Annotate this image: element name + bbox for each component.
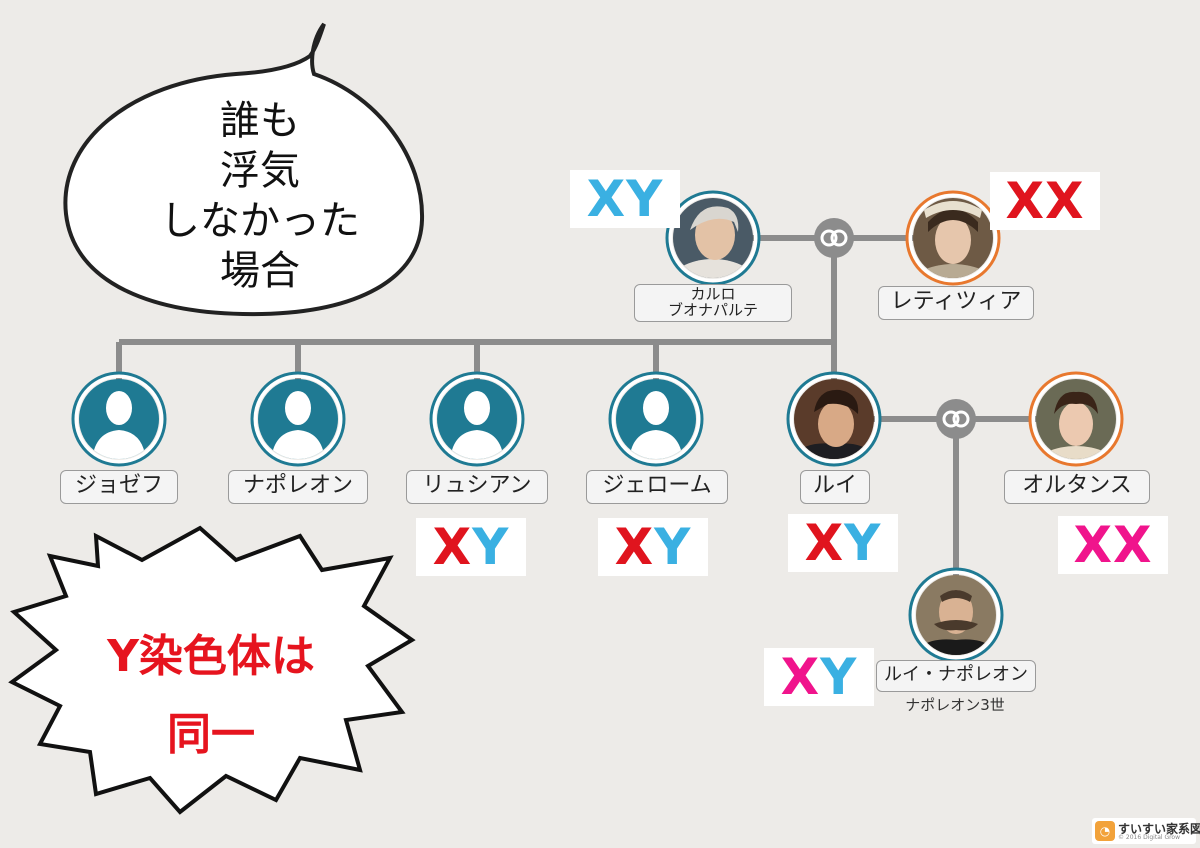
marriage-knot-icon [814, 218, 854, 258]
chromosome-letter: Y [472, 518, 510, 576]
name-label-carlo[interactable]: カルロ ブオナパルテ [634, 284, 792, 322]
chromosome-tag-louis-napoleon: XY [764, 648, 874, 706]
portrait-lucien[interactable] [429, 371, 525, 467]
chromosome-tag-louis: XY [788, 514, 898, 572]
name-label-napoleon[interactable]: ナポレオン [228, 470, 368, 504]
marriage-knot-icon [936, 399, 976, 439]
name-label-joseph[interactable]: ジョゼフ [60, 470, 178, 504]
portrait-letizia[interactable] [905, 190, 1001, 312]
name-label-line: カルロ [690, 285, 736, 303]
chromosome-letter: X [1045, 172, 1085, 230]
logo-name: すいすい家系図 [1118, 822, 1200, 836]
burst-shape [8, 525, 416, 815]
portrait-hortense[interactable] [1028, 371, 1124, 486]
chromosome-letter: Y [844, 514, 882, 572]
burst-text: Y染色体は 同一 [107, 631, 315, 760]
chromosome-tag-letizia: XX [990, 172, 1100, 230]
name-label-louis[interactable]: ルイ [800, 470, 870, 504]
chromosome-tag-carlo: XY [570, 170, 680, 228]
chromosome-letter: X [804, 514, 845, 572]
portrait-napoleon[interactable] [250, 371, 346, 467]
chromosome-tag-hortense: XX [1058, 516, 1168, 574]
logo-sub: © 2016 Digital Grow [1118, 834, 1181, 841]
chromosome-letter: X [1073, 516, 1113, 574]
chromosome-tag-lucien: XY [416, 518, 526, 576]
chromosome-letter: X [432, 518, 473, 576]
logo-mark-icon: ◔ [1095, 821, 1115, 841]
portrait-louis[interactable] [786, 371, 882, 467]
name-label-jerome[interactable]: ジェローム [586, 470, 728, 504]
chromosome-letter: X [780, 648, 821, 706]
chromosome-letter: X [586, 170, 627, 228]
app-logo: ◔ すいすい家系図 © 2016 Digital Grow [1092, 818, 1200, 844]
chromosome-letter: X [614, 518, 655, 576]
chromosome-letter: X [1005, 172, 1045, 230]
chromosome-tag-jerome: XY [598, 518, 708, 576]
speech-bubble-text: 誰も 浮気 しなかった 場合 [160, 98, 360, 294]
chromosome-letter: Y [626, 170, 664, 228]
chromosome-letter: Y [654, 518, 692, 576]
portrait-jerome[interactable] [608, 371, 704, 467]
portrait-joseph[interactable] [71, 371, 167, 467]
portrait-louis-napoleon[interactable] [908, 567, 1004, 663]
name-label-line: ブオナパルテ [667, 301, 758, 319]
caption-napoleon-iii: ナポレオン3世 [905, 696, 1005, 714]
speech-bubble-shape [63, 22, 425, 317]
name-label-lucien[interactable]: リュシアン [406, 470, 548, 504]
chromosome-letter: X [1113, 516, 1153, 574]
chromosome-letter: Y [820, 648, 858, 706]
name-label-letizia[interactable]: レティツィア [878, 286, 1034, 320]
name-label-hortense[interactable]: オルタンス [1004, 470, 1150, 504]
name-label-louis-napoleon[interactable]: ルイ・ナポレオン [876, 660, 1036, 692]
